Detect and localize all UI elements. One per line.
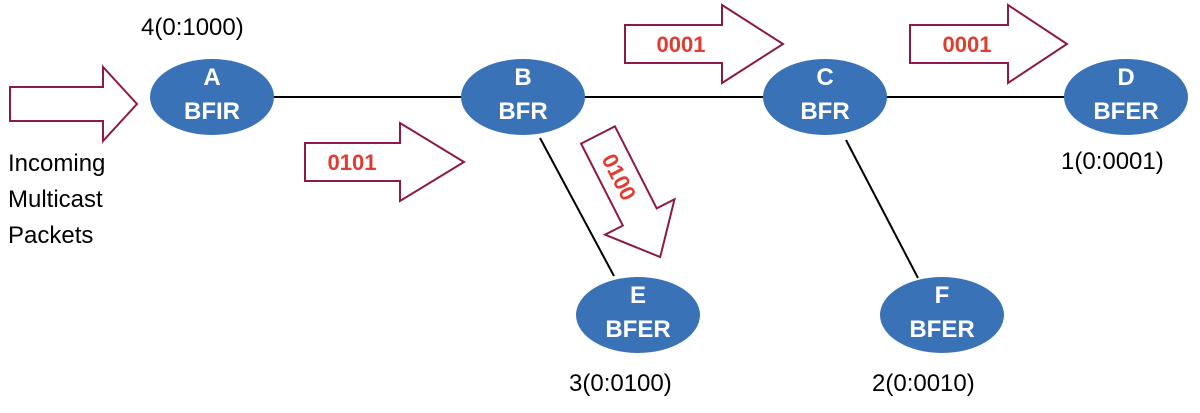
node-e-bit-id: 3(0:0100): [569, 370, 672, 397]
link-b-e: [539, 137, 615, 277]
node-e: E BFER: [576, 277, 700, 353]
node-a-name: A: [203, 64, 220, 91]
node-f-role: BFER: [909, 316, 974, 343]
arrow-a-to-b-shape: [304, 121, 466, 203]
node-f-shape: [880, 277, 1004, 353]
node-d-role: BFER: [1093, 98, 1158, 125]
arrow-c-to-d-shape: [909, 3, 1069, 85]
link-c-f: [845, 139, 919, 279]
node-c: C BFR: [763, 59, 887, 135]
node-b-role: BFR: [498, 98, 547, 125]
node-c-name: C: [816, 64, 833, 91]
node-d-bit-id: 1(0:0001): [1061, 148, 1164, 175]
node-e-name: E: [630, 282, 646, 309]
node-a: A BFIR: [150, 59, 274, 135]
incoming-line-2: Multicast: [8, 186, 103, 213]
arrow-a-to-b: 0101: [304, 121, 466, 203]
arrow-b-to-c-bits: 0001: [657, 32, 706, 57]
node-a-role: BFIR: [184, 98, 240, 125]
node-a-shape: [150, 59, 274, 135]
node-e-shape: [576, 277, 700, 353]
node-c-role: BFR: [800, 98, 849, 125]
node-f-bit-id: 2(0:0010): [872, 370, 975, 397]
incoming-line-3: Packets: [8, 222, 94, 249]
incoming-arrow: [9, 64, 139, 144]
node-d-name: D: [1117, 64, 1134, 91]
node-d: D BFER: [1064, 59, 1188, 135]
node-e-role: BFER: [605, 316, 670, 343]
arrow-c-to-d: 0001: [909, 3, 1069, 85]
arrow-b-to-c-shape: [624, 3, 785, 85]
node-f: F BFER: [880, 277, 1004, 353]
node-c-shape: [763, 59, 887, 135]
node-f-name: F: [935, 282, 950, 309]
node-a-bit-id: 4(0:1000): [141, 14, 244, 41]
node-b: B BFR: [461, 59, 585, 135]
arrow-c-to-d-bits: 0001: [943, 32, 992, 57]
incoming-line-1: Incoming: [8, 150, 106, 177]
links: [212, 96, 1126, 279]
node-b-shape: [461, 59, 585, 135]
arrow-b-to-e: 0100: [579, 125, 677, 259]
node-d-shape: [1064, 59, 1188, 135]
arrow-b-to-c: 0001: [624, 3, 785, 85]
arrow-a-to-b-bits: 0101: [328, 150, 377, 175]
node-b-name: B: [514, 64, 531, 91]
incoming-packets-caption: Incoming Multicast Packets: [8, 146, 105, 254]
arrow-b-to-e-shape: [579, 125, 677, 259]
